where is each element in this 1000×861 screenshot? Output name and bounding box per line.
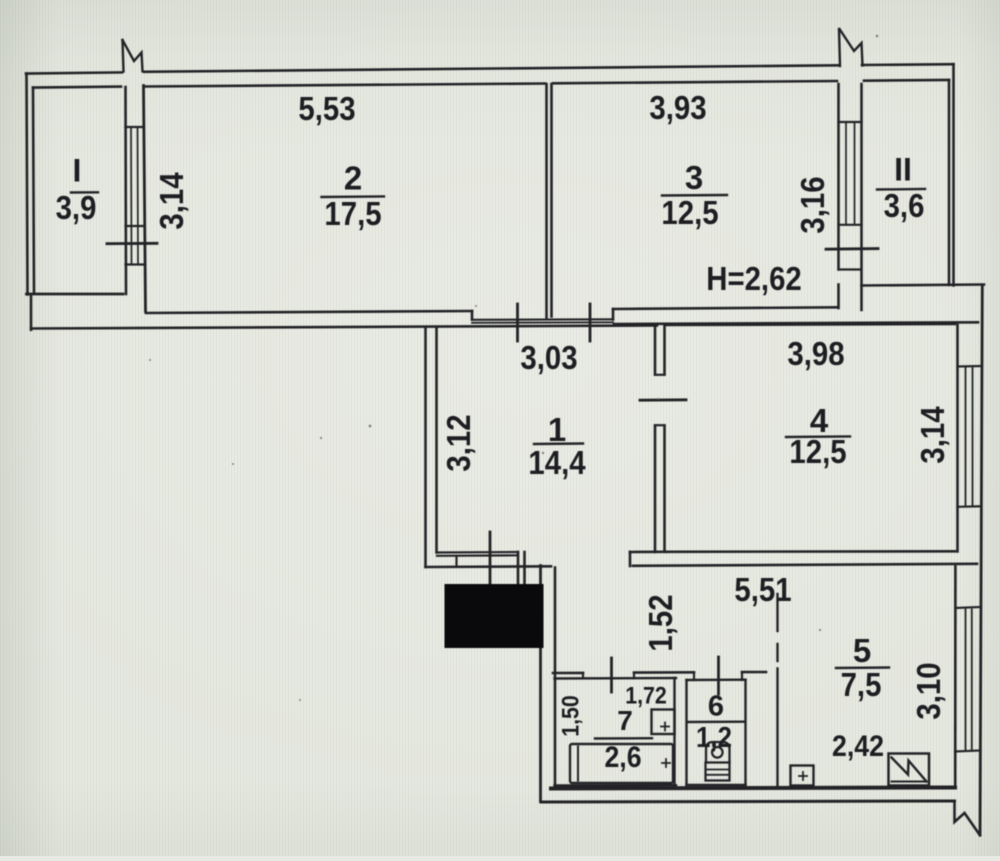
svg-text:3,12: 3,12 xyxy=(440,414,477,471)
svg-text:17,5: 17,5 xyxy=(324,195,381,232)
svg-text:3,9: 3,9 xyxy=(56,189,97,226)
svg-text:14,4: 14,4 xyxy=(528,444,586,481)
svg-text:5,51: 5,51 xyxy=(734,571,791,608)
svg-text:12,5: 12,5 xyxy=(789,433,846,470)
svg-text:3,6: 3,6 xyxy=(884,187,925,224)
svg-text:H=2,62: H=2,62 xyxy=(706,260,802,297)
svg-text:3: 3 xyxy=(685,159,703,196)
svg-text:1: 1 xyxy=(548,411,566,448)
svg-text:7,5: 7,5 xyxy=(841,666,882,703)
svg-text:3,98: 3,98 xyxy=(787,335,844,372)
svg-text:1,2: 1,2 xyxy=(696,722,732,754)
svg-text:1,52: 1,52 xyxy=(642,594,679,651)
svg-text:3,14: 3,14 xyxy=(153,172,190,230)
svg-text:3,10: 3,10 xyxy=(910,662,947,719)
svg-text:5,53: 5,53 xyxy=(298,90,355,127)
svg-text:2,42: 2,42 xyxy=(832,730,884,763)
svg-text:2: 2 xyxy=(344,159,362,196)
svg-text:1,50: 1,50 xyxy=(558,695,585,737)
svg-text:6: 6 xyxy=(708,690,724,722)
svg-text:II: II xyxy=(894,152,912,188)
svg-text:3,14: 3,14 xyxy=(914,406,951,464)
svg-text:5: 5 xyxy=(853,632,871,669)
svg-text:7: 7 xyxy=(617,705,633,736)
svg-text:3,93: 3,93 xyxy=(649,89,706,126)
svg-text:12,5: 12,5 xyxy=(661,194,718,231)
svg-text:3,03: 3,03 xyxy=(520,339,577,376)
svg-text:3,16: 3,16 xyxy=(794,176,831,233)
svg-text:2,6: 2,6 xyxy=(604,741,641,774)
svg-text:I: I xyxy=(73,153,82,189)
